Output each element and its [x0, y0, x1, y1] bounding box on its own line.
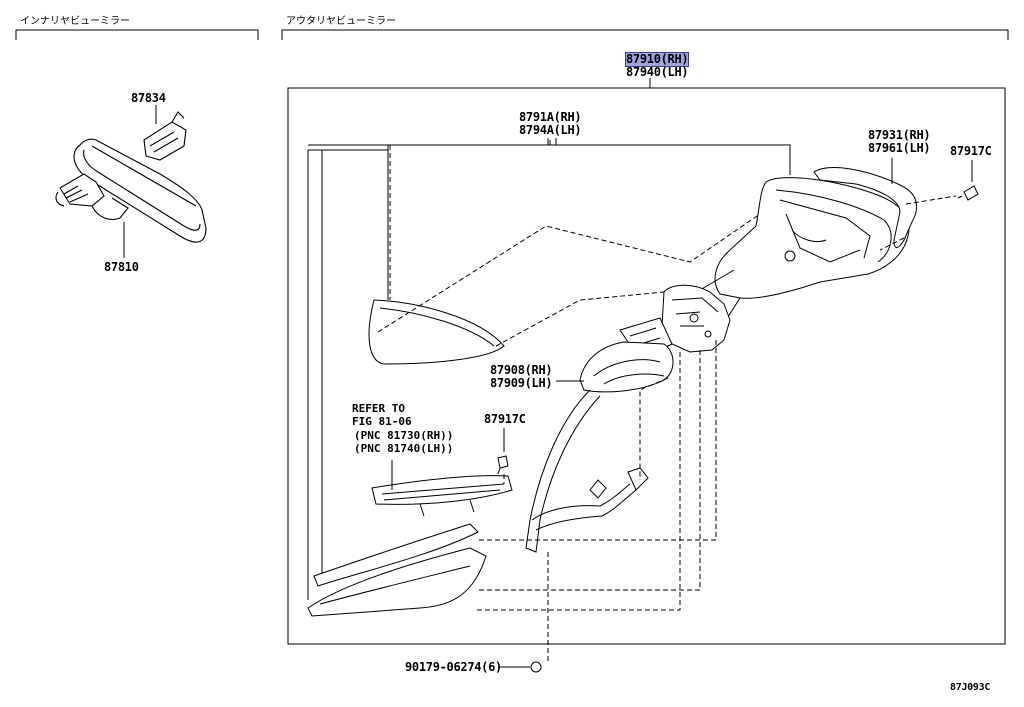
part-87931[interactable]: 87931(RH): [868, 128, 931, 142]
screw-top-drawing: [957, 185, 979, 201]
part-87909[interactable]: 87909(LH): [490, 376, 553, 390]
mirror-glass-drawing: [368, 299, 505, 365]
part-87917c-mid[interactable]: 87917C: [484, 412, 526, 426]
refer-line-4: (PNC 81740(LH)): [354, 442, 454, 455]
mirror-cover-drawing: [813, 167, 918, 248]
assembly-dashed-lines: [377, 145, 957, 664]
inner-section-bracket: [15, 29, 259, 40]
part-87908[interactable]: 87908(RH): [490, 363, 553, 377]
part-87940[interactable]: 87940(LH): [626, 65, 689, 79]
diagram-code: 87J093C: [950, 682, 991, 693]
part-87810[interactable]: 87810: [104, 260, 139, 274]
clip-drawing: [530, 661, 542, 673]
part-8794a[interactable]: 8794A(LH): [519, 123, 582, 137]
part-90179[interactable]: 90179-06274(6): [405, 660, 502, 674]
lamp-housing-drawing: [579, 341, 674, 393]
screw-mid-drawing: [497, 455, 509, 475]
refer-line-2[interactable]: FIG 81-06: [352, 415, 412, 428]
inner-mirror-header: インナリヤビューミラー: [20, 16, 130, 27]
door-edge-lines: [307, 138, 791, 600]
part-8791a[interactable]: 8791A(RH): [519, 110, 582, 124]
part-87910[interactable]: 87910(RH): [624, 52, 690, 67]
part-87834[interactable]: 87834: [131, 91, 166, 105]
part-87961[interactable]: 87961(LH): [868, 141, 931, 155]
assembly-frame: [287, 87, 1006, 645]
refer-line-3: (PNC 81730(RH)): [354, 429, 454, 442]
part-87917c-top[interactable]: 87917C: [950, 144, 992, 158]
outer-section-bracket: [281, 29, 1009, 40]
refer-line-1: REFER TO: [352, 402, 405, 415]
turn-signal-lamp-drawing: [371, 475, 513, 517]
inner-mirror-drawing: [55, 111, 207, 243]
wire-harness-drawing: [525, 389, 649, 553]
outer-mirror-header: アウタリヤビューミラー: [286, 16, 396, 27]
lower-garnish-drawing: [307, 523, 487, 617]
mirror-housing-drawing: [699, 177, 910, 341]
